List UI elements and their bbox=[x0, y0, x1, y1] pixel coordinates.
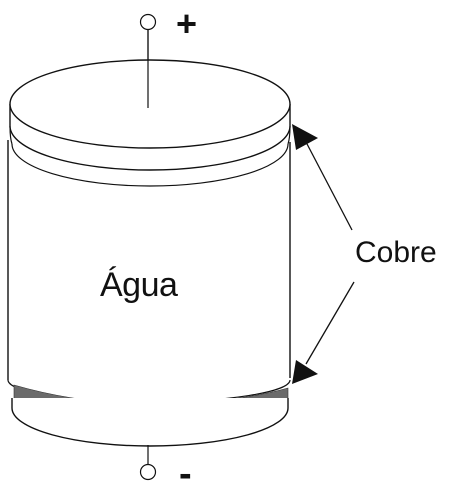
upper-pointer-line bbox=[305, 141, 353, 231]
positive-terminal-ring bbox=[139, 13, 157, 31]
bottom-copper-plate bbox=[7, 379, 291, 447]
top-copper-plate bbox=[9, 59, 291, 187]
water-label: Água bbox=[100, 266, 178, 304]
copper-label: Cobre bbox=[355, 236, 437, 269]
lower-arrowhead bbox=[292, 360, 318, 384]
negative-terminal-ring bbox=[139, 463, 157, 481]
positive-terminal-label: + bbox=[176, 3, 198, 44]
lower-pointer-line bbox=[305, 281, 355, 365]
upper-arrowhead bbox=[292, 124, 318, 150]
negative-terminal-label: - bbox=[179, 453, 192, 495]
